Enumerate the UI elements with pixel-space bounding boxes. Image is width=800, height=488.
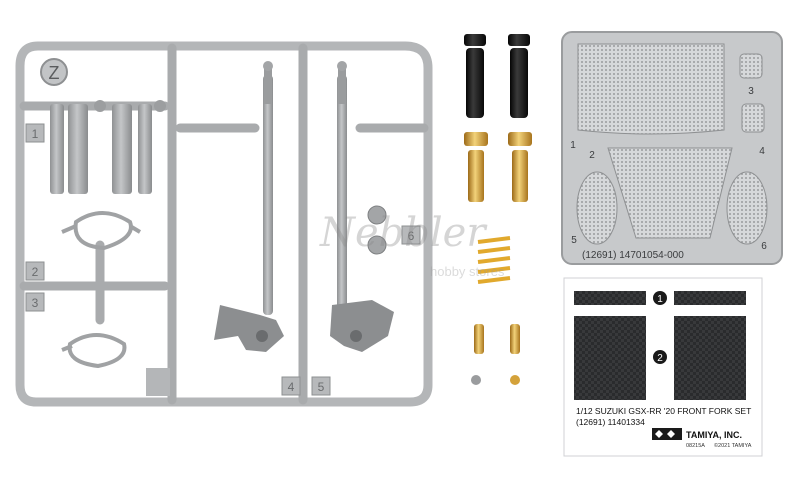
sprue-small-parts bbox=[367, 205, 387, 255]
sprue-letter: Z bbox=[49, 63, 60, 83]
decal-title: 1/12 SUZUKI GSX-RR '20 FRONT FORK SET bbox=[576, 406, 751, 416]
etch-number-4: 4 bbox=[759, 146, 765, 157]
brass-collars bbox=[464, 132, 532, 202]
decal-marker-2: 2 bbox=[657, 353, 663, 364]
sprue-number-6: 6 bbox=[408, 229, 415, 243]
gold-spring bbox=[477, 236, 511, 284]
sprue-number-3: 3 bbox=[32, 296, 39, 310]
sprue-number-5: 5 bbox=[318, 380, 325, 394]
fork-brace-parts bbox=[61, 211, 142, 369]
tamiya-logo bbox=[652, 428, 682, 440]
etch-number-6: 6 bbox=[761, 241, 767, 252]
decal-code: (12691) 11401334 bbox=[576, 417, 645, 427]
sprue-number-2: 2 bbox=[32, 265, 39, 279]
photo-etch-numbers: 1 2 3 4 5 6 (12691) 14701054-000 bbox=[570, 86, 767, 261]
decal-marker-1: 1 bbox=[657, 294, 663, 305]
watermark-name: Nebbler bbox=[319, 210, 488, 256]
sprue-number-4: 4 bbox=[288, 380, 295, 394]
watermark-tagline: hobby stores bbox=[430, 264, 505, 279]
decal-small-code: 08215A bbox=[686, 443, 705, 449]
brass-pins bbox=[471, 324, 520, 385]
etch-number-3: 3 bbox=[748, 86, 754, 97]
etch-number-1: 1 bbox=[570, 140, 576, 151]
sprue-letter-tag: Z bbox=[40, 58, 68, 86]
etch-number-2: 2 bbox=[589, 150, 595, 161]
photo-etch-fret bbox=[561, 31, 783, 265]
fork-tube-parts bbox=[50, 100, 166, 194]
sprue-number-1: 1 bbox=[32, 127, 39, 141]
black-fork-caps bbox=[464, 34, 530, 118]
photo-etch-code: (12691) 14701054-000 bbox=[582, 250, 684, 261]
decal-sheet: 1 2 1/12 SUZUKI GSX-RR '20 FRONT FORK SE… bbox=[563, 277, 763, 457]
etch-number-5: 5 bbox=[571, 235, 577, 246]
watermark: Nebbler hobby stores bbox=[319, 210, 505, 279]
decal-brand: TAMIYA, INC. bbox=[686, 430, 742, 440]
sprue-part-number-tags: 1 2 3 4 5 6 bbox=[25, 123, 421, 396]
fork-legs bbox=[214, 61, 394, 352]
decal-copyright: ©2021 TAMIYA bbox=[714, 442, 752, 449]
sprue-gate-block bbox=[146, 368, 170, 396]
